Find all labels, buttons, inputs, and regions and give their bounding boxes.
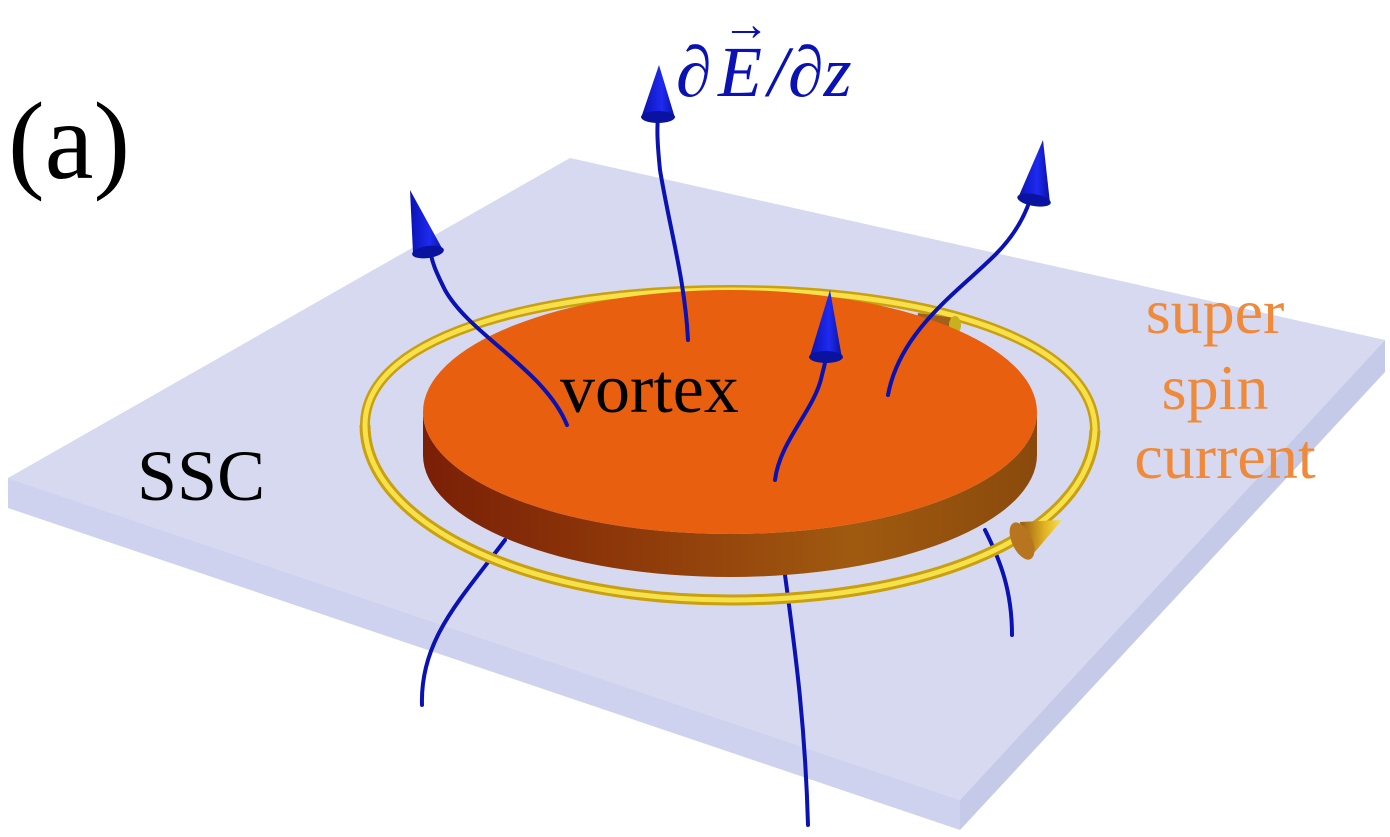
arrowhead-base (1017, 193, 1051, 207)
vortex-disk (423, 290, 1037, 577)
current-label-line1: super (1146, 276, 1285, 347)
current-label-line2: spin (1162, 352, 1269, 423)
field-label-rest: /∂z (764, 32, 852, 112)
field-label-vector-arrow: → (722, 0, 770, 51)
arrowhead-cone-icon (642, 65, 675, 118)
arrowhead-base (412, 245, 444, 259)
arrowhead-base (809, 351, 843, 363)
field-label-vector-symbol: E (717, 32, 762, 112)
arrowhead-cone-icon (810, 290, 842, 358)
current-ring-front-highlight (362, 424, 1098, 603)
field-gradient-label: ∂ E → /∂z (676, 0, 852, 112)
current-arrowhead-front (1009, 520, 1062, 560)
arrowhead-cone-icon (410, 190, 443, 253)
vortex-label: vortex (560, 351, 739, 428)
disk-side (423, 412, 1037, 577)
super-spin-current-label: super spin current (1134, 276, 1315, 492)
field-line-top-center (655, 113, 690, 342)
plate-front-face (8, 478, 960, 830)
arrowhead-base (641, 111, 675, 123)
field-arrowheads (410, 65, 1051, 363)
plate-right-face (960, 340, 1385, 830)
disk-top (423, 290, 1037, 534)
current-label-line3: current (1134, 421, 1315, 492)
field-label-partial: ∂ (676, 32, 712, 112)
ssc-label: SSC (137, 436, 265, 516)
arrowhead-base (1009, 522, 1035, 560)
field-line-left (428, 248, 569, 427)
field-line-right (886, 198, 1032, 397)
field-line-lower-right (983, 528, 1014, 637)
arrowhead-cone-icon (1018, 140, 1050, 203)
panel-label: (a) (8, 80, 130, 202)
